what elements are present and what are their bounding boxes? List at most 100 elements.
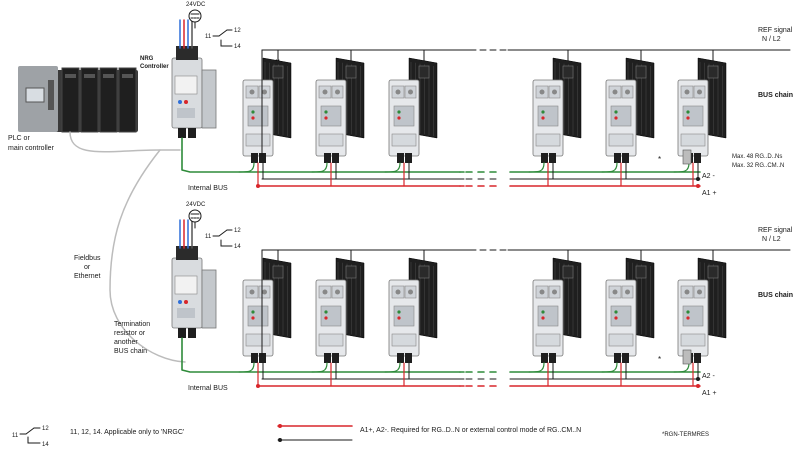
a1-node	[256, 184, 260, 188]
status-led	[614, 116, 618, 120]
controller-side	[201, 269, 217, 329]
terminal-bottom	[391, 333, 417, 347]
termination-label: BUS chain	[114, 348, 147, 355]
plc-io-led	[103, 74, 114, 78]
bus-drop-green	[238, 162, 255, 173]
plc-io-module	[118, 67, 137, 133]
bus-drop-green	[311, 362, 328, 373]
bus-connector	[614, 153, 621, 163]
load-terminal	[272, 65, 284, 79]
plc-io-led	[122, 74, 133, 78]
status-led	[686, 116, 690, 120]
a2-label: A2 -	[702, 173, 716, 180]
status-led	[251, 316, 255, 320]
terminal-bottom	[535, 333, 561, 347]
load-terminal	[345, 65, 357, 79]
status-led	[541, 316, 545, 320]
pin11-label: 11	[205, 234, 212, 240]
status-led	[251, 116, 255, 120]
fieldbus-label: Fieldbus	[74, 255, 101, 262]
controller-terminal	[177, 308, 195, 318]
status-led	[541, 116, 545, 120]
bus-connector	[251, 353, 258, 363]
controller-label: NRG	[140, 56, 154, 62]
ref-signal-label: REF signal	[758, 227, 793, 234]
bus-connector	[405, 153, 412, 163]
bus-connector	[332, 153, 339, 163]
terminal-bottom	[391, 133, 417, 147]
rg-module	[532, 57, 582, 163]
bus-connector	[397, 153, 404, 163]
rg-module	[315, 57, 365, 163]
controller-led	[178, 300, 182, 304]
rg-module	[605, 57, 655, 163]
bus-connector	[541, 153, 548, 163]
bus-drop-green	[238, 362, 255, 373]
internal-bus-label: Internal BUS	[188, 385, 228, 392]
rg-module	[242, 57, 292, 163]
module-label-area	[247, 105, 269, 127]
module-label-area	[393, 305, 415, 327]
supply-label: 24VDC	[186, 2, 206, 8]
terminal-screw	[408, 89, 413, 95]
termination-asterisk: *	[658, 355, 661, 364]
a2-terminal-dot	[696, 377, 700, 381]
controller-bus-plug	[188, 128, 196, 138]
fieldbus-cable-loop	[109, 149, 186, 363]
a1-terminal-dot	[696, 384, 700, 388]
load-terminal	[418, 65, 430, 79]
bus-connector	[251, 153, 258, 163]
relay-contact-blade	[218, 229, 228, 237]
status-led	[686, 310, 690, 314]
controller-led	[178, 100, 182, 104]
status-led	[397, 116, 401, 120]
a1-terminal-dot	[696, 184, 700, 188]
terminal-screw	[335, 89, 340, 95]
bus-connector	[549, 353, 556, 363]
termination-plug	[682, 149, 692, 165]
bus-connector	[259, 153, 266, 163]
bus-connector	[622, 353, 629, 363]
plc-label: PLC or	[8, 135, 30, 142]
module-label-area	[610, 105, 632, 127]
controller-connector	[176, 46, 198, 60]
internal-bus-green	[181, 337, 461, 373]
load-terminal	[272, 265, 284, 279]
terminal-screw	[697, 89, 702, 95]
controller-bus-plug	[178, 328, 186, 338]
pin11-label: 11	[205, 34, 212, 40]
terminal-bottom	[535, 133, 561, 147]
a2-terminal-dot	[696, 177, 700, 181]
load-terminal	[707, 65, 719, 79]
a1-node	[256, 384, 260, 388]
terminal-bottom	[608, 333, 634, 347]
legend-rgn-note: *RGN-TERMRES	[662, 432, 709, 438]
relay-contact-blade	[218, 29, 228, 37]
terminal-bottom	[318, 133, 344, 147]
terminal-bottom	[680, 133, 706, 147]
load-terminal	[562, 65, 574, 79]
rg-module	[677, 257, 727, 363]
controller-bus-plug	[188, 328, 196, 338]
status-led	[541, 310, 545, 314]
plc-display	[25, 87, 45, 103]
terminal-screw	[612, 89, 618, 95]
bus-connector	[694, 353, 701, 363]
terminal-screw	[552, 89, 557, 95]
terminal-bottom	[608, 133, 634, 147]
legend-a-note: A1+, A2-. Required for RG..D..N or exter…	[360, 427, 581, 434]
terminal-screw	[395, 89, 401, 95]
terminal-screw	[262, 89, 267, 95]
bus-drop-green	[528, 362, 545, 373]
bus-drop-green	[601, 362, 618, 373]
status-led	[324, 310, 328, 314]
plc-port	[48, 80, 54, 110]
status-led	[614, 310, 618, 314]
pin14-label: 14	[234, 44, 241, 50]
controller-led	[184, 100, 188, 104]
module-label-area	[247, 305, 269, 327]
controller-display	[174, 75, 198, 95]
bus-connector	[541, 353, 548, 363]
module-label-area	[320, 105, 342, 127]
